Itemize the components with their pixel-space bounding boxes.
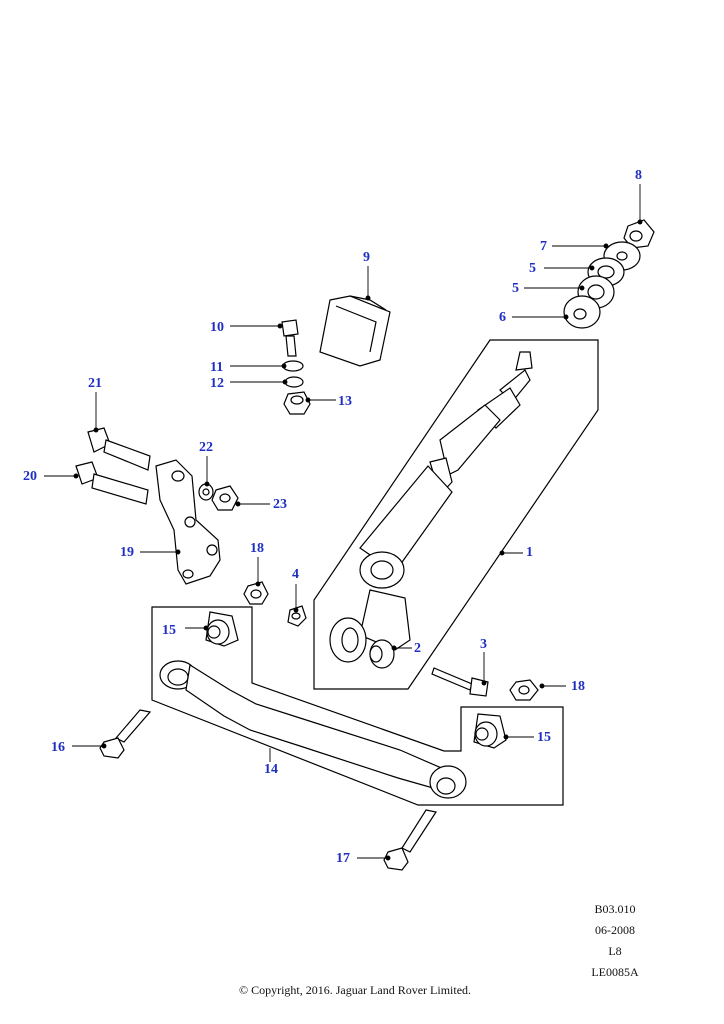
part-10-bolt [281, 319, 299, 357]
callout-21[interactable]: 21 [88, 376, 102, 391]
part-19-bracket [155, 459, 221, 585]
drawing-number: LE0085A [591, 965, 639, 979]
revision-date: 06-2008 [595, 923, 635, 937]
part-23-nut [211, 485, 239, 511]
part-3-bolt [431, 667, 489, 697]
callout-14[interactable]: 14 [264, 762, 278, 777]
callout-23[interactable]: 23 [273, 497, 287, 512]
part-18-nut-left [243, 581, 269, 605]
part-18-nut-right [509, 679, 539, 701]
callout-20[interactable]: 20 [23, 469, 37, 484]
callout-4[interactable]: 4 [292, 567, 299, 582]
part-8-nut [623, 219, 655, 249]
callout-18-right[interactable]: 18 [571, 679, 585, 694]
reference-code: B03.010 [594, 902, 636, 916]
part-14-outline [151, 606, 564, 806]
copyright-notice: © Copyright, 2016. Jaguar Land Rover Lim… [238, 983, 472, 997]
part-15-bush-left [205, 611, 239, 647]
part-16-bolt [99, 709, 152, 759]
callout-5-lower[interactable]: 5 [512, 281, 519, 296]
model-code: L8 [608, 944, 622, 958]
callout-8[interactable]: 8 [635, 168, 642, 183]
callout-16[interactable]: 16 [51, 740, 65, 755]
part-2-bush [369, 639, 395, 669]
callout-19[interactable]: 19 [120, 545, 134, 560]
part-20-bolt [75, 461, 149, 505]
callout-15-left[interactable]: 15 [162, 623, 176, 638]
callout-3[interactable]: 3 [480, 637, 487, 652]
leader-lines [44, 184, 643, 861]
callout-10[interactable]: 10 [210, 320, 224, 335]
part-22-washer [198, 483, 214, 501]
callout-17[interactable]: 17 [336, 851, 350, 866]
callout-5-upper[interactable]: 5 [529, 261, 536, 276]
callout-2[interactable]: 2 [414, 641, 421, 656]
callout-13[interactable]: 13 [338, 394, 352, 409]
callout-12[interactable]: 12 [210, 376, 224, 391]
callout-9[interactable]: 9 [363, 250, 370, 265]
callout-18-left[interactable]: 18 [250, 541, 264, 556]
part-17-bolt [383, 809, 437, 871]
part-4-nut [287, 605, 307, 627]
callout-11[interactable]: 11 [210, 360, 224, 375]
callout-7[interactable]: 7 [540, 239, 547, 254]
callout-22[interactable]: 22 [199, 440, 213, 455]
part-14-arm [159, 660, 467, 799]
part-12-washer [284, 376, 304, 388]
callout-6[interactable]: 6 [499, 310, 506, 325]
part-1-rod [329, 351, 533, 663]
callout-1[interactable]: 1 [526, 545, 533, 560]
part-1-outline [313, 339, 599, 690]
callout-15-right[interactable]: 15 [537, 730, 551, 745]
part-6-washer [563, 295, 601, 329]
part-13-nut [283, 391, 311, 415]
part-21-bolt [87, 427, 151, 471]
part-9-bracket [319, 295, 391, 367]
part-15-bush-right [473, 713, 507, 749]
